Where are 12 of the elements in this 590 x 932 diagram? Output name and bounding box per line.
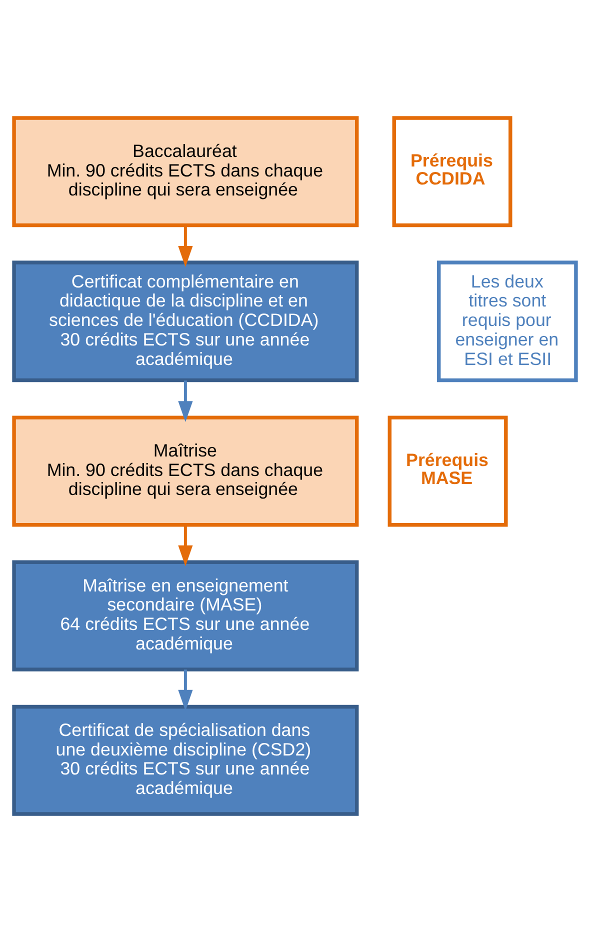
arrow [178, 380, 193, 422]
node-box: Les deux titres sont requis pour enseigner en ESI et ESII [436, 260, 578, 382]
node-box: Certificat de spécialisation dans une deuxième discipline (CSD2) 30 crédits ECTS sur une année académique [12, 704, 359, 816]
node-box: Prérequis MASE [388, 416, 508, 527]
node-box: Maîtrise Min. 90 crédits ECTS dans chaque discipline qui sera enseignée [12, 416, 359, 527]
arrow [178, 225, 193, 267]
node-box: Maîtrise en enseignement secondaire (MASE) 64 crédits ECTS sur une année académique [12, 560, 359, 672]
arrow [178, 670, 193, 711]
arrow [178, 525, 193, 566]
node-box: Certificat complémentaire en didactique de la discipline et en sciences de l'éducation (CCDIDA) 30 crédits ECTS sur une année académique [12, 260, 359, 382]
node-box: Prérequis CCDIDA [392, 116, 512, 228]
node-box: Baccalauréat Min. 90 crédits ECTS dans chaque discipline qui sera enseignée [12, 116, 359, 228]
